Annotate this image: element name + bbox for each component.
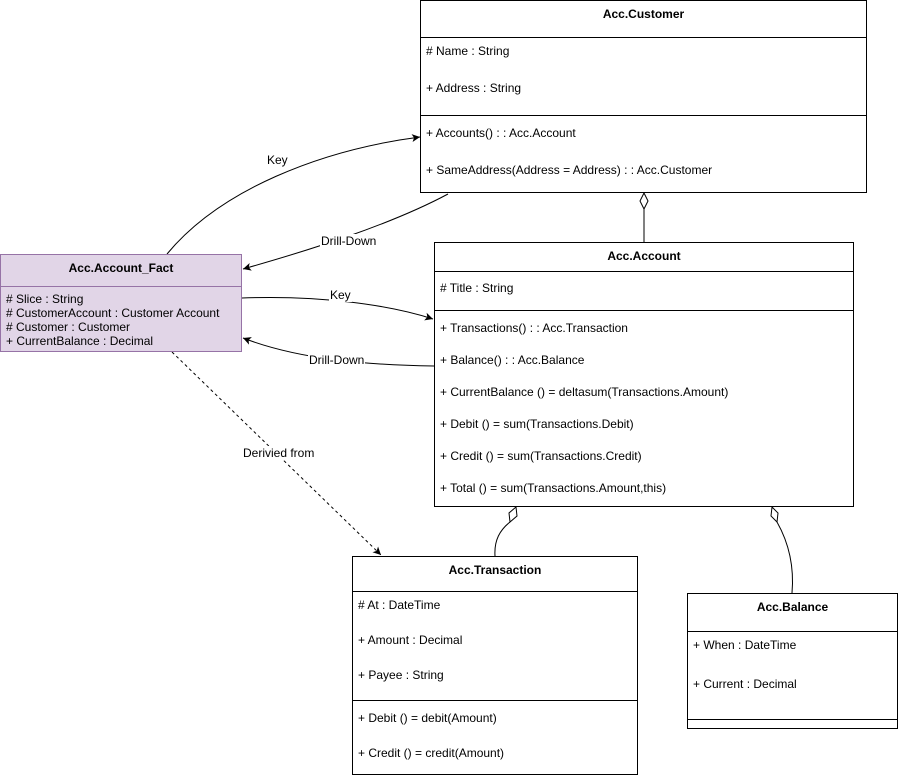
- edge-label-derived-from: Derivied from: [242, 446, 316, 460]
- attribute: # At : DateTime: [358, 598, 441, 612]
- divider: [353, 591, 637, 592]
- attribute: # Customer : Customer: [6, 320, 131, 334]
- operation: + Debit () = sum(Transactions.Debit): [440, 417, 634, 431]
- edge-drilldown-customer-to-fact: [242, 193, 449, 271]
- attribute: + Payee : String: [358, 668, 444, 682]
- divider: [1, 286, 241, 287]
- divider: [421, 37, 866, 38]
- operation: + Accounts() : : Acc.Account: [426, 126, 576, 140]
- divider: [353, 700, 637, 701]
- attribute: + When : DateTime: [693, 638, 797, 652]
- attribute: + Current : Decimal: [693, 677, 797, 691]
- class-customer[interactable]: Acc.Customer # Name : String + Address :…: [420, 0, 867, 193]
- edge-aggregation-account-transaction: [494, 521, 511, 557]
- class-transaction[interactable]: Acc.Transaction # At : DateTime + Amount…: [352, 556, 638, 775]
- aggregation-diamond-transaction: [508, 506, 518, 523]
- divider: [688, 719, 897, 720]
- edge-label-drilldown-account: Drill-Down: [308, 353, 366, 367]
- operation: + Balance() : : Acc.Balance: [440, 353, 585, 367]
- operation: + Credit () = credit(Amount): [358, 746, 505, 760]
- class-title: Acc.Balance: [756, 600, 829, 614]
- aggregation-diamond-balance: [770, 505, 779, 524]
- class-title: Acc.Transaction: [448, 563, 542, 577]
- operation: + SameAddress(Address = Address) : : Acc…: [426, 163, 713, 177]
- divider: [421, 115, 866, 116]
- divider: [688, 631, 897, 632]
- divider: [435, 310, 853, 311]
- attribute: # Title : String: [440, 281, 514, 295]
- edge-key-fact-to-customer: [166, 134, 421, 255]
- attribute: # Slice : String: [6, 292, 84, 306]
- class-account[interactable]: Acc.Account # Title : String + Transacti…: [434, 242, 854, 507]
- class-title: Acc.Account: [607, 249, 681, 263]
- class-account-fact[interactable]: Acc.Account_Fact # Slice : String # Cust…: [0, 254, 242, 352]
- aggregation-diamond-customer: [639, 191, 649, 211]
- attribute: # Name : String: [426, 44, 510, 58]
- edge-key-fact-to-account: [241, 296, 434, 321]
- operation: + Credit () = sum(Transactions.Credit): [440, 449, 642, 463]
- edge-label-drilldown-customer: Drill-Down: [320, 234, 378, 248]
- attribute: + Address : String: [426, 81, 522, 95]
- class-title: Acc.Account_Fact: [68, 261, 174, 275]
- edge-label-key-customer: Key: [266, 153, 289, 167]
- attribute: # CustomerAccount : Customer Account: [6, 306, 220, 320]
- class-balance[interactable]: Acc.Balance + When : DateTime + Current …: [687, 593, 898, 729]
- divider: [435, 271, 853, 272]
- operation: + CurrentBalance () = deltasum(Transacti…: [440, 385, 729, 399]
- attribute: + Amount : Decimal: [358, 633, 463, 647]
- operation: + Total () = sum(Transactions.Amount,thi…: [440, 481, 667, 495]
- attribute: + CurrentBalance : Decimal: [6, 334, 154, 348]
- operation: + Transactions() : : Acc.Transaction: [440, 321, 628, 335]
- operation: + Debit () = debit(Amount): [358, 711, 497, 725]
- edge-aggregation-account-balance: [776, 521, 793, 594]
- class-title: Acc.Customer: [602, 7, 685, 21]
- edge-label-key-account: Key: [329, 288, 352, 302]
